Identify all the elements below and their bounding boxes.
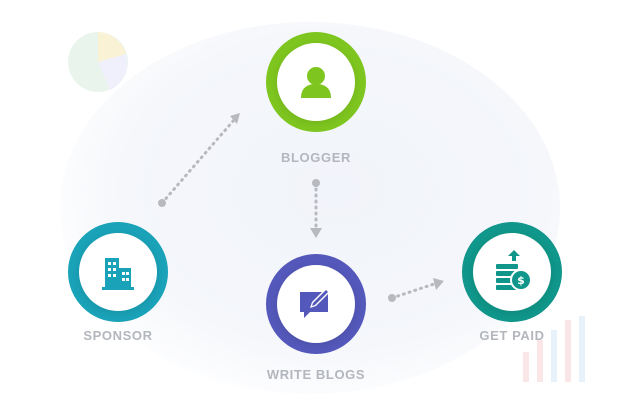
building-icon bbox=[102, 258, 134, 290]
write-blogs-label: WRITE BLOGS bbox=[266, 367, 366, 382]
get-paid-node: $ bbox=[462, 222, 562, 322]
arrowhead-icon bbox=[310, 228, 322, 238]
blogger-label: BLOGGER bbox=[281, 150, 351, 165]
user-icon bbox=[301, 67, 331, 98]
connector-dot bbox=[312, 179, 320, 187]
get-paid-label: GET PAID bbox=[479, 328, 545, 343]
arrowhead-icon bbox=[433, 278, 444, 290]
bar-chart-icon bbox=[523, 316, 585, 382]
edit-message-icon bbox=[300, 288, 330, 318]
sponsor-label: SPONSOR bbox=[83, 328, 153, 343]
write-blogs-node bbox=[266, 254, 366, 354]
blogger-node bbox=[266, 32, 366, 132]
svg-text:$: $ bbox=[517, 274, 525, 287]
sponsor-node bbox=[68, 222, 168, 322]
connector-writeblogs-getpaid bbox=[390, 282, 436, 300]
connector-sponsor-blogger bbox=[160, 118, 236, 205]
pie-chart-icon bbox=[68, 32, 128, 92]
connector-dot bbox=[158, 199, 166, 207]
connector-dot bbox=[388, 294, 396, 302]
coins-dollar-icon: $ bbox=[496, 250, 532, 291]
arrowhead-icon bbox=[230, 113, 240, 124]
